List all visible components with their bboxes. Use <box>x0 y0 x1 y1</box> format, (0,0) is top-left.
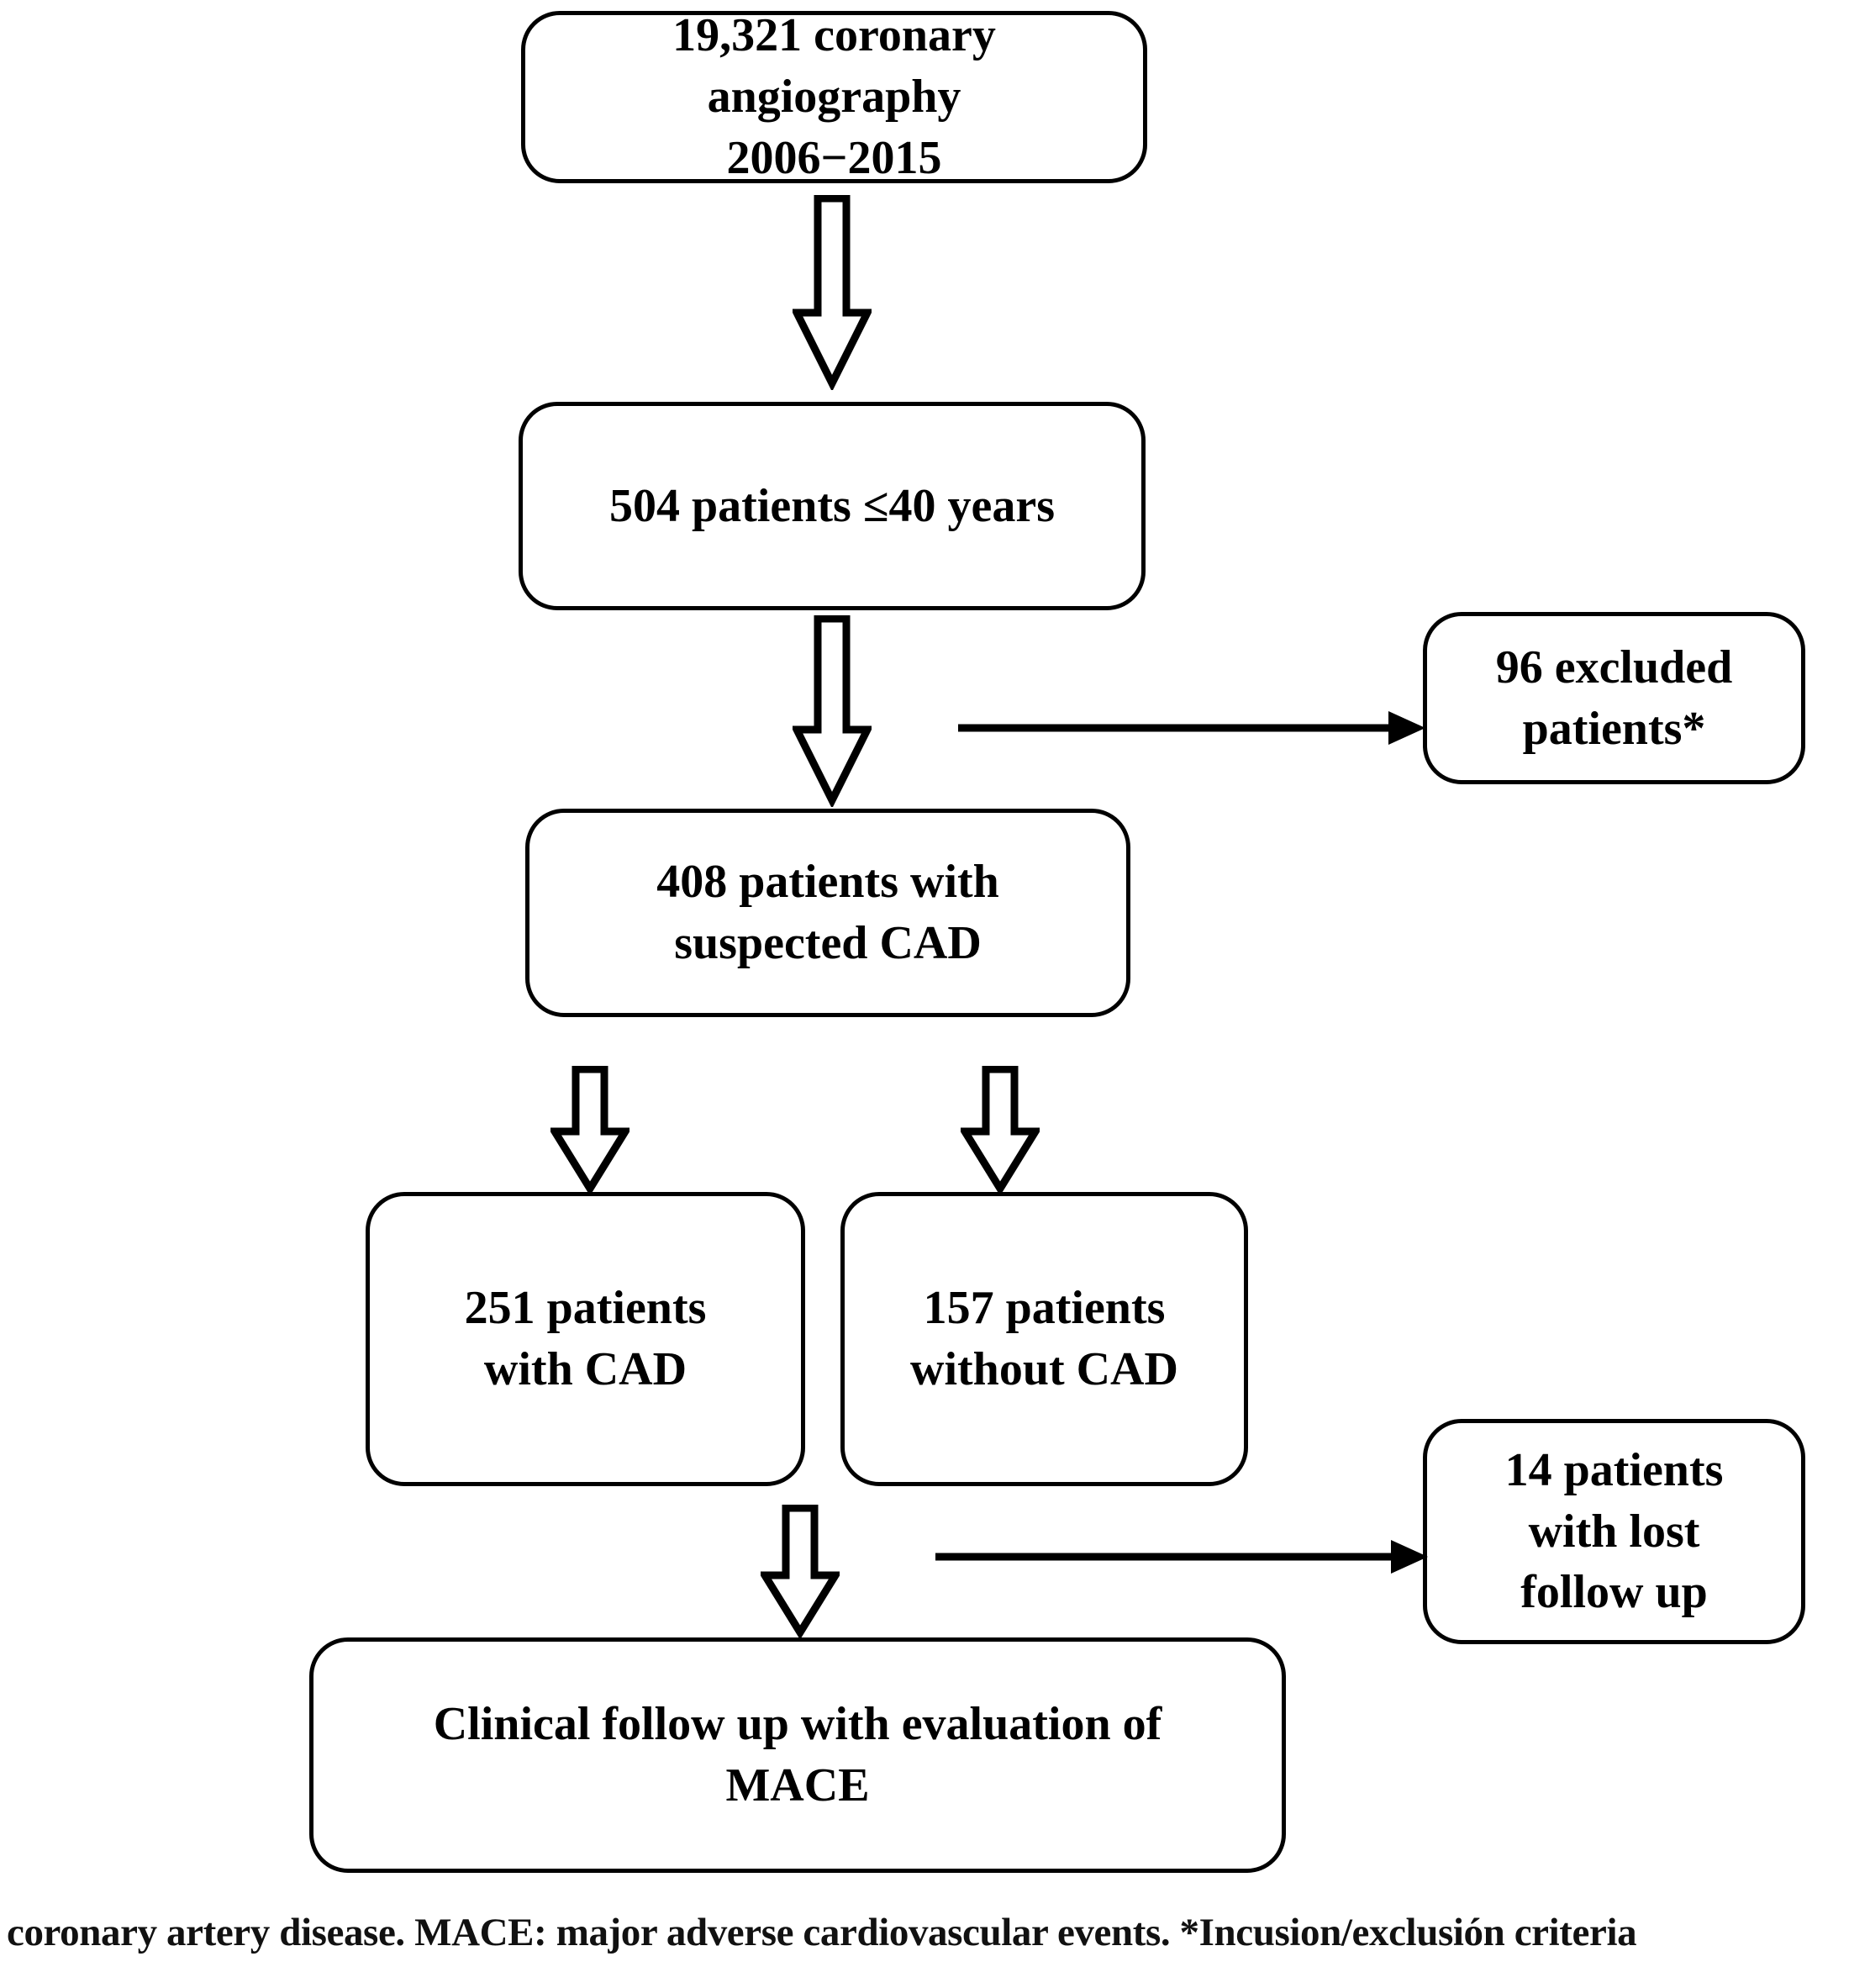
flow-node-excluded-label: 96 excluded patients* <box>1495 641 1733 755</box>
right-arrow-icon-age-to-excluded <box>958 703 1429 753</box>
flow-node-cad: 251 patients with CAD <box>366 1192 805 1486</box>
down-arrow-icon-suspected-to-nocad <box>961 1066 1040 1194</box>
down-arrow-icon-suspected-to-cad <box>550 1066 629 1194</box>
flow-node-age: 504 patients ≤40 years <box>519 402 1146 610</box>
flow-node-mace-label: Clinical follow up with evaluation of MA… <box>433 1698 1162 1811</box>
flow-node-suspected-label: 408 patients with suspected CAD <box>656 856 999 969</box>
flow-node-nocad: 157 patients without CAD <box>840 1192 1248 1486</box>
flow-node-lost: 14 patients with lost follow up <box>1423 1419 1805 1644</box>
figure-caption: coronary artery disease. MACE: major adv… <box>7 1911 1637 1954</box>
down-arrow-icon-age-to-suspected <box>793 615 872 807</box>
flow-node-excluded: 96 excluded patients* <box>1423 612 1805 784</box>
flow-node-lost-label: 14 patients with lost follow up <box>1504 1443 1724 1619</box>
flow-node-suspected: 408 patients with suspected CAD <box>525 809 1130 1017</box>
flow-node-age-label: 504 patients ≤40 years <box>608 479 1056 532</box>
down-arrow-icon-angiography-to-age <box>793 195 872 390</box>
right-arrow-icon-groups-to-lost <box>935 1532 1431 1582</box>
flow-node-angiography-label: 19,321 coronary angiography 2006−2015 <box>672 9 996 184</box>
flow-node-angiography: 19,321 coronary angiography 2006−2015 <box>521 9 1147 184</box>
flow-node-mace: Clinical follow up with evaluation of MA… <box>309 1637 1286 1873</box>
down-arrow-icon-groups-to-mace <box>761 1505 840 1637</box>
flow-node-cad-label: 251 patients with CAD <box>464 1282 707 1395</box>
flow-node-nocad-label: 157 patients without CAD <box>910 1282 1178 1395</box>
